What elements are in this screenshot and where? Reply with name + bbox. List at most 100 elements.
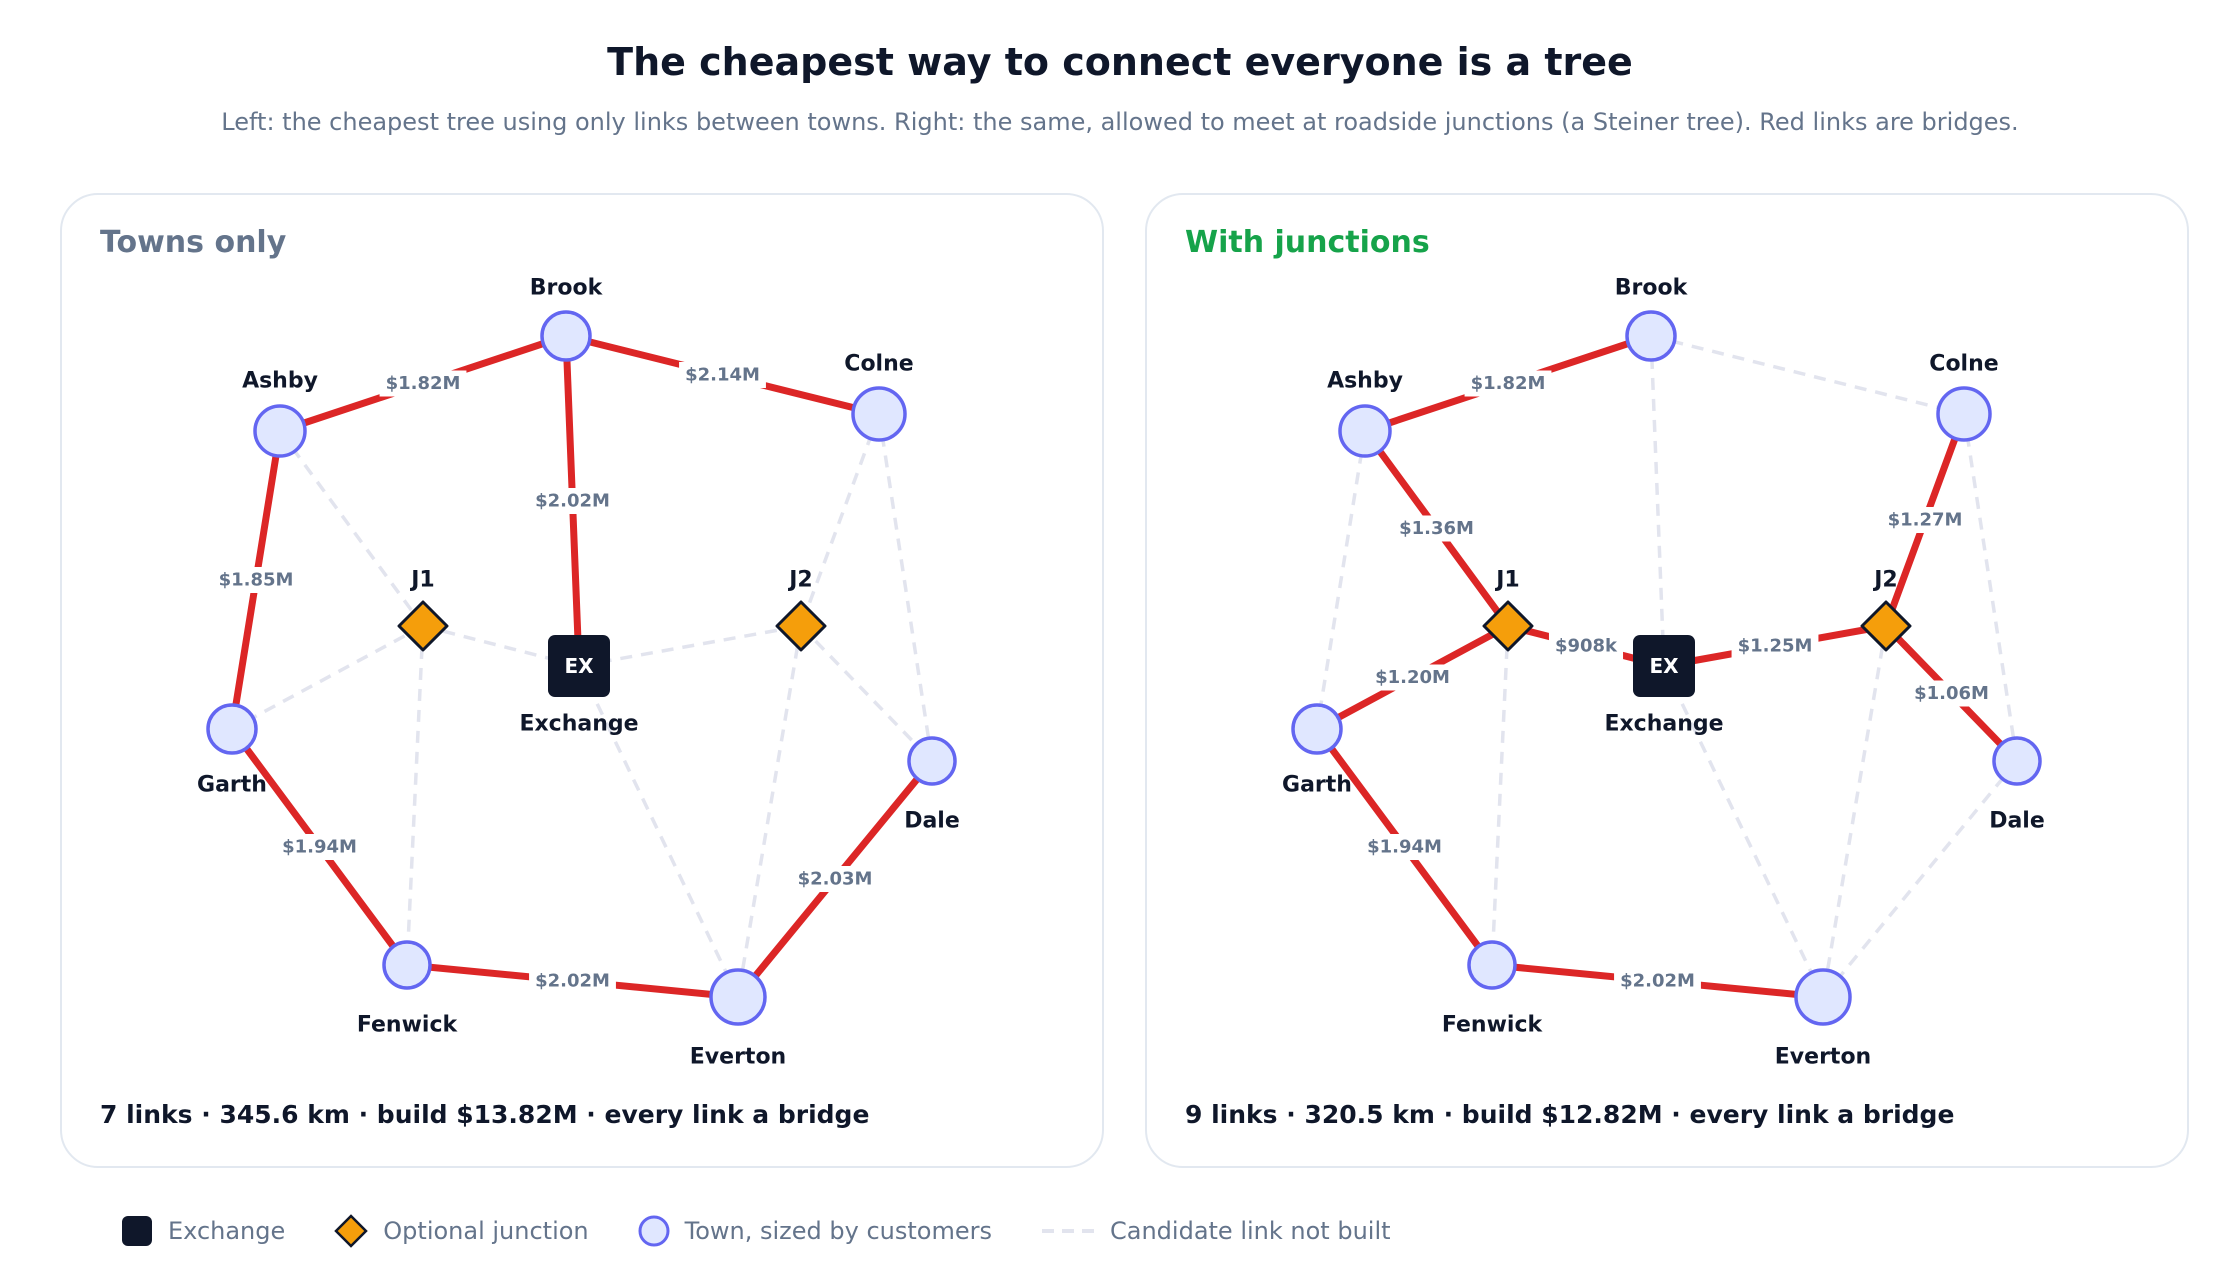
candidate-link-j2-everton bbox=[1821, 625, 1888, 998]
node-garth: Garth bbox=[197, 703, 267, 798]
node-label: Brook bbox=[530, 276, 604, 301]
town-circle bbox=[851, 386, 907, 442]
node-label: Fenwick bbox=[1442, 1013, 1544, 1038]
link-cost-label: $908k bbox=[1555, 636, 1618, 657]
node-label: Fenwick bbox=[357, 1013, 459, 1038]
link-cost-label: $1.85M bbox=[219, 570, 294, 591]
legend-item-town: Town, sized by customers bbox=[637, 1214, 992, 1248]
network-graph-towns-only: $1.82M$2.14M$2.02M$1.85M$1.94M$2.02M$2.0… bbox=[197, 276, 960, 1070]
panel-summary: 9 links · 320.5 km · build $12.82M · eve… bbox=[1185, 1100, 1955, 1129]
link-cost-label-bg bbox=[1881, 507, 1969, 533]
node-label: Garth bbox=[1282, 773, 1352, 798]
node-ashby: Ashby bbox=[1327, 369, 1403, 458]
node-label: Colne bbox=[1929, 352, 1998, 377]
town-circle bbox=[540, 310, 592, 362]
node-label: Everton bbox=[690, 1045, 786, 1070]
link-cost-label: $1.25M bbox=[1738, 636, 1813, 657]
link-cost-label-bg bbox=[212, 567, 300, 593]
link-cost-label: $2.02M bbox=[535, 971, 610, 992]
junction-diamond bbox=[397, 600, 449, 652]
link-cost-label-bg bbox=[1548, 633, 1624, 659]
candidate-link-j2-dale bbox=[799, 624, 934, 763]
link-cost-label-bg bbox=[276, 834, 363, 860]
node-fenwick: Fenwick bbox=[1442, 940, 1544, 1038]
exchange-square bbox=[1633, 635, 1695, 697]
node-dale: Dale bbox=[1989, 736, 2045, 834]
link-cost-label: $1.20M bbox=[1375, 667, 1450, 688]
link-cost-label: $2.02M bbox=[1620, 971, 1695, 992]
node-label: Colne bbox=[844, 352, 913, 377]
candidate-links bbox=[231, 413, 934, 998]
node-brook: Brook bbox=[530, 276, 604, 362]
link-cost-label: $1.27M bbox=[1888, 510, 1963, 531]
node-label: J1 bbox=[1494, 568, 1520, 593]
legend-item-candidate: Candidate link not built bbox=[1040, 1217, 1391, 1245]
node-colne: Colne bbox=[1929, 352, 1999, 442]
node-j2: J2 bbox=[775, 568, 827, 652]
town-circle bbox=[206, 703, 258, 755]
link-cost-label: $2.03M bbox=[798, 869, 873, 890]
node-ashby: Ashby bbox=[242, 369, 318, 458]
town-circle bbox=[907, 736, 957, 786]
link-cost-label-bg bbox=[379, 370, 467, 397]
town-circle bbox=[709, 968, 767, 1026]
link-cost-label-bg bbox=[1614, 968, 1701, 994]
town-circle bbox=[1936, 386, 1992, 442]
diamond-icon bbox=[334, 1214, 369, 1248]
panel-with-junctions: With junctions $1.82M$1.36M$908k$1.20M$1… bbox=[1145, 193, 2189, 1168]
node-label: Exchange bbox=[1604, 712, 1723, 737]
panel-title: With junctions bbox=[1185, 225, 1430, 260]
node-colne: Colne bbox=[844, 352, 914, 442]
node-everton: Everton bbox=[1775, 968, 1871, 1070]
link-cost-label-bg bbox=[1369, 664, 1456, 691]
circle-icon bbox=[638, 1215, 670, 1247]
candidate-link-dale-everton bbox=[1821, 759, 2019, 999]
node-label: J2 bbox=[1872, 568, 1898, 593]
town-circle bbox=[1467, 940, 1517, 990]
link-cost-label-bg bbox=[1361, 834, 1448, 860]
town-circle bbox=[382, 940, 432, 990]
candidate-link-j1-fenwick bbox=[405, 625, 425, 966]
node-everton: Everton bbox=[690, 968, 786, 1070]
network-graph-with-junctions: $1.82M $1.36M $908k $1.20M $1.25M $1.27M $1.06… bbox=[1282, 276, 2045, 1070]
town-circle bbox=[253, 404, 307, 458]
town-circle bbox=[1794, 968, 1852, 1026]
node-label: Ashby bbox=[242, 369, 318, 394]
link-cost-label: $1.82M bbox=[1471, 373, 1546, 394]
candidate-link-j1-garth bbox=[231, 624, 424, 731]
town-circle bbox=[1338, 404, 1392, 458]
link-cost-label: $1.94M bbox=[1367, 837, 1442, 858]
node-label: J1 bbox=[409, 568, 435, 593]
link-cost-label: $1.06M bbox=[1914, 683, 1989, 704]
panel-title: Towns only bbox=[100, 225, 287, 260]
link-cost-label-bg bbox=[1731, 633, 1819, 659]
candidate-links bbox=[1315, 334, 2019, 999]
link-cost-label: $2.14M bbox=[685, 365, 760, 386]
link-cost-label: $2.02M bbox=[535, 491, 610, 512]
legend-label: Town, sized by customers bbox=[684, 1217, 992, 1245]
candidate-link-ashby-j1 bbox=[278, 429, 425, 628]
legend-label: Optional junction bbox=[383, 1217, 589, 1245]
node-dale: Dale bbox=[904, 736, 960, 834]
node-label: Dale bbox=[904, 809, 960, 834]
node-label: J2 bbox=[787, 568, 813, 593]
node-label: Dale bbox=[1989, 809, 2045, 834]
node-brook: Brook bbox=[1615, 276, 1689, 362]
panel-summary: 7 links · 345.6 km · build $13.82M · eve… bbox=[100, 1100, 870, 1129]
node-j1: J1 bbox=[1482, 568, 1534, 652]
link-cost-label-bg bbox=[529, 968, 616, 994]
node-fenwick: Fenwick bbox=[357, 940, 459, 1038]
link-cost-label-bg bbox=[1393, 515, 1480, 542]
page-subtitle: Left: the cheapest tree using only links… bbox=[221, 108, 2019, 136]
candidate-link-ex-j2 bbox=[578, 624, 802, 668]
candidate-link-j2-everton bbox=[736, 625, 803, 998]
link-cost-label-bg bbox=[1464, 370, 1552, 397]
node-label: Ashby bbox=[1327, 369, 1403, 394]
link-cost-label: $1.36M bbox=[1399, 518, 1474, 539]
link-cost-label-bg bbox=[1908, 680, 1995, 707]
exchange-badge: EX bbox=[564, 654, 594, 678]
legend-label: Candidate link not built bbox=[1110, 1217, 1391, 1245]
